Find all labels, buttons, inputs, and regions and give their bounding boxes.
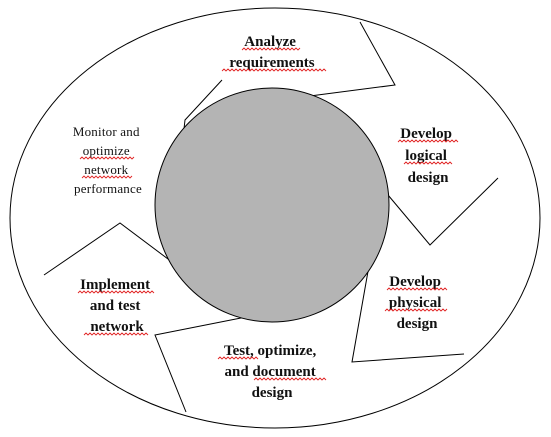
squiggle-document [253, 377, 327, 381]
divider-bottom-right [351, 259, 465, 363]
phase-analyze-line-2: requirements [229, 55, 314, 71]
squiggle-network-monitor [81, 175, 133, 179]
phase-develop-physical-design: Develop physical design [389, 274, 445, 332]
squiggle-develop-1 [397, 139, 459, 143]
divider-right [387, 177, 499, 246]
divider-left [43, 222, 173, 276]
phase-physical-line-3: design [397, 316, 439, 332]
phase-logical-line-3: design [408, 170, 450, 186]
phase-logical-line-2: logical [405, 148, 447, 164]
squiggle-test [217, 356, 259, 360]
phase-implement-line-1: Implement [80, 277, 150, 293]
squiggle-implement [77, 290, 155, 294]
divider-top-right [309, 21, 396, 97]
squiggle-logical [403, 161, 453, 165]
squiggle-requirements [221, 68, 327, 72]
phase-develop-logical-design: Develop logical design [400, 126, 455, 186]
phase-monitor-line-2: optimize [83, 143, 130, 158]
divider-bottom-left [154, 316, 247, 413]
phase-analyze-requirements: Analyze requirements [229, 34, 314, 71]
squiggle-develop-2 [386, 287, 448, 291]
center-circle [154, 87, 390, 323]
phase-test-line-2: and document [224, 364, 315, 380]
squiggle-network-implement [83, 332, 149, 336]
phase-monitor-optimize-performance: Monitor and optimize network performance [73, 124, 143, 196]
phase-monitor-line-1: Monitor and [73, 124, 140, 139]
phase-test-line-1: Test, optimize, [224, 343, 317, 359]
phase-test-line-3: design [252, 385, 294, 401]
spellcheck-underlines [77, 47, 459, 381]
outer-cycle-ellipse [9, 7, 541, 429]
phase-implement-test-network: Implement and test network [80, 277, 154, 335]
phase-implement-line-3: network [90, 319, 144, 335]
phase-physical-line-2: physical [389, 295, 442, 311]
phase-implement-line-2: and test [90, 298, 140, 314]
phase-monitor-line-3: network [84, 162, 128, 177]
phase-logical-line-1: Develop [400, 126, 452, 142]
squiggle-analyze [241, 47, 301, 51]
phase-physical-line-1: Develop [389, 274, 441, 290]
phase-analyze-line-1: Analyze [244, 34, 296, 50]
phase-monitor-line-4: performance [74, 181, 142, 196]
phase-test-optimize-document: Test, optimize, and document design [224, 343, 320, 401]
squiggle-physical [384, 308, 448, 312]
squiggle-optimize [79, 156, 135, 160]
